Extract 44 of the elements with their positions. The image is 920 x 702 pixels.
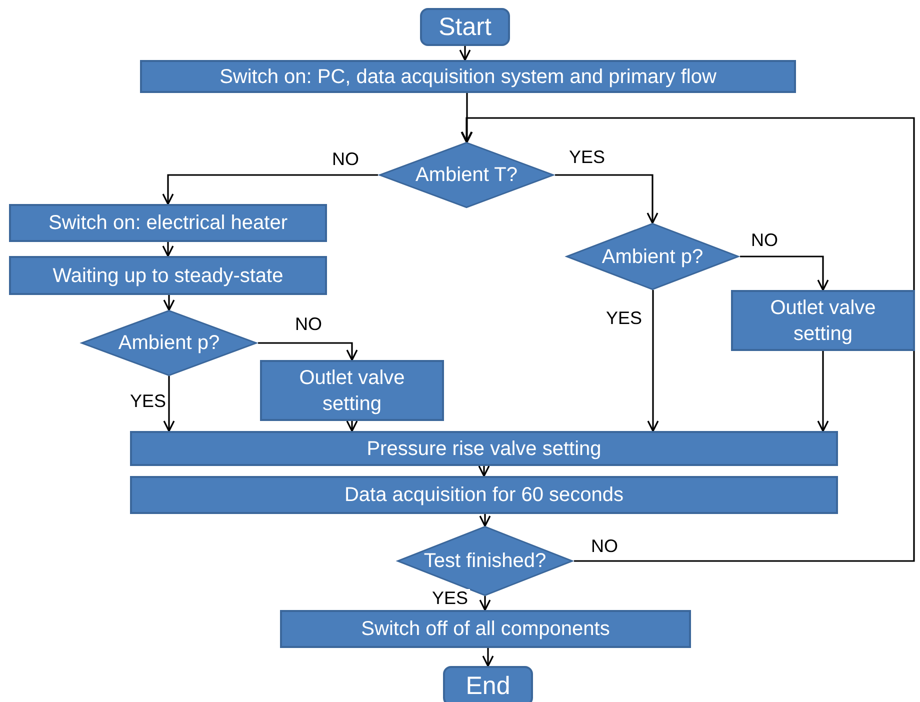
process-box: [260, 360, 444, 421]
arrow: [740, 256, 829, 291]
process-box: [731, 290, 915, 351]
node-text: Test finished?: [422, 549, 548, 574]
arrow: [479, 596, 491, 611]
arrow: [162, 242, 174, 257]
node-text: Outlet valve setting: [298, 366, 406, 416]
node-text: Switch off of all components: [360, 617, 611, 642]
node-text: Ambient p?: [117, 331, 221, 356]
arrow: [478, 465, 490, 477]
node-text: Outlet valve setting: [769, 296, 877, 346]
node-text: Pressure rise valve setting: [366, 436, 602, 462]
process-box: [140, 60, 796, 93]
process-box: [130, 431, 838, 466]
process-box: [130, 476, 838, 514]
arrow: [479, 514, 491, 527]
node-text: Switch on: PC, data acquisition system and primary flow: [218, 64, 718, 90]
arrow: [647, 290, 659, 432]
terminal-box: [420, 8, 510, 46]
arrow: [555, 174, 658, 224]
arrow: [162, 174, 378, 205]
node-text: Ambient T?: [414, 163, 518, 188]
arrow: [258, 342, 358, 361]
process-box: [280, 610, 691, 648]
node-text: Ambient p?: [600, 244, 704, 270]
decision-diamond: [378, 142, 555, 208]
process-box: [9, 204, 327, 242]
node-text: Waiting up to steady-state: [52, 264, 284, 288]
arrow: [817, 351, 829, 432]
node-text: End: [464, 670, 512, 702]
decision-diamond: [80, 310, 258, 376]
node-text: Start: [438, 12, 492, 43]
decision-diamond: [565, 223, 740, 290]
arrow: [460, 117, 915, 562]
node-text: Data acquisition for 60 seconds: [343, 483, 625, 508]
arrow: [346, 420, 358, 432]
arrow: [163, 295, 175, 311]
terminal-box: [443, 666, 533, 702]
node-text: Switch on: electrical heater: [47, 211, 288, 236]
arrow: [459, 46, 471, 61]
arrow: [461, 93, 473, 143]
arrow: [482, 648, 494, 667]
process-box: [9, 256, 327, 295]
arrow: [163, 376, 175, 432]
